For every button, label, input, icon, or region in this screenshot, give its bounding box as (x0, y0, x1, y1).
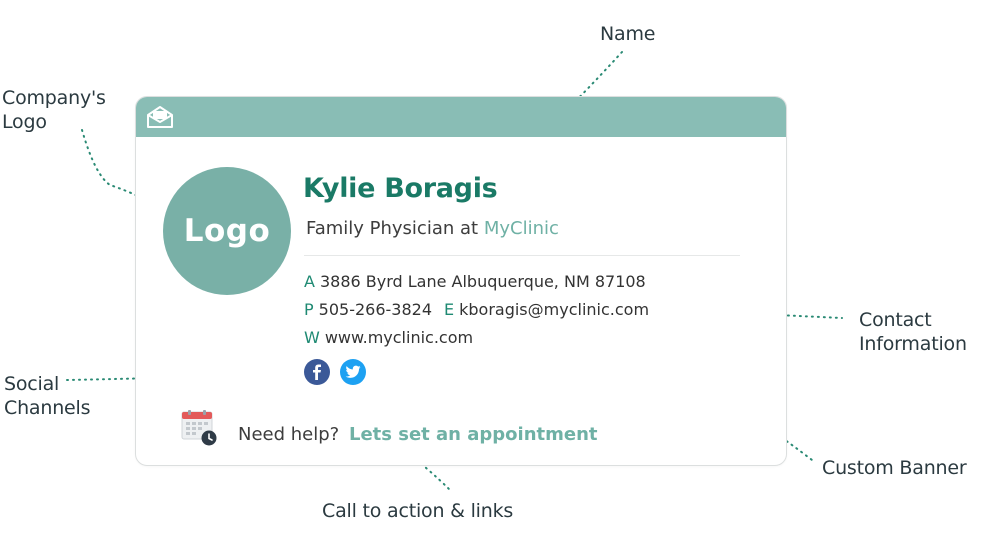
address-key: A (304, 272, 315, 291)
annotation-custom-banner: Custom Banner (822, 456, 967, 480)
company-logo: Logo (163, 167, 291, 295)
twitter-button[interactable] (340, 359, 366, 385)
appointment-link[interactable]: Lets set an appointment (348, 424, 598, 445)
call-to-action: Need help? Lets set an appointment (238, 424, 598, 445)
divider (304, 255, 740, 256)
annotation-contact-line1: Contact (859, 309, 932, 331)
cta-text: Need help? (238, 424, 340, 445)
annotation-custom-banner-text: Custom Banner (822, 457, 967, 479)
logo-text: Logo (183, 213, 271, 249)
email-value[interactable]: kboragis@myclinic.com (459, 300, 650, 319)
email-key: E (444, 300, 455, 319)
card-header-bar (136, 97, 786, 137)
address-value: 3886 Byrd Lane Albuquerque, NM 87108 (319, 272, 646, 291)
title-prefix: Family Physician at (306, 218, 479, 239)
annotation-contact-line2: Information (859, 333, 967, 355)
facebook-icon (313, 364, 321, 380)
signature-title: Family Physician at MyClinic (306, 218, 559, 239)
annotation-company-logo-line2: Logo (2, 111, 47, 133)
envelope-icon (147, 106, 173, 128)
phone-value[interactable]: 505-266-3824 (318, 300, 432, 319)
annotation-name: Name (600, 22, 655, 46)
twitter-icon (345, 365, 361, 378)
clinic-link[interactable]: MyClinic (483, 218, 559, 239)
annotation-call-to-action-text: Call to action & links (322, 500, 514, 522)
annotation-social-line2: Channels (4, 397, 91, 419)
facebook-button[interactable] (304, 359, 330, 385)
annotation-company-logo-line1: Company's (2, 87, 106, 109)
annotation-call-to-action: Call to action & links (322, 499, 513, 523)
annotation-social-line1: Social (4, 373, 60, 395)
calendar-clock-icon (181, 410, 217, 446)
phone-key: P (304, 300, 314, 319)
annotation-name-text: Name (600, 23, 656, 45)
annotation-company-logo: Company's Logo (2, 86, 106, 134)
annotation-contact-information: Contact Information (859, 308, 967, 356)
website-key: W (304, 328, 320, 347)
website-value[interactable]: www.myclinic.com (324, 328, 474, 347)
email-signature-card: Logo Kylie Boragis Family Physician at M… (135, 96, 787, 466)
annotation-social-channels: Social Channels (4, 372, 91, 420)
signature-name: Kylie Boragis (303, 173, 498, 204)
